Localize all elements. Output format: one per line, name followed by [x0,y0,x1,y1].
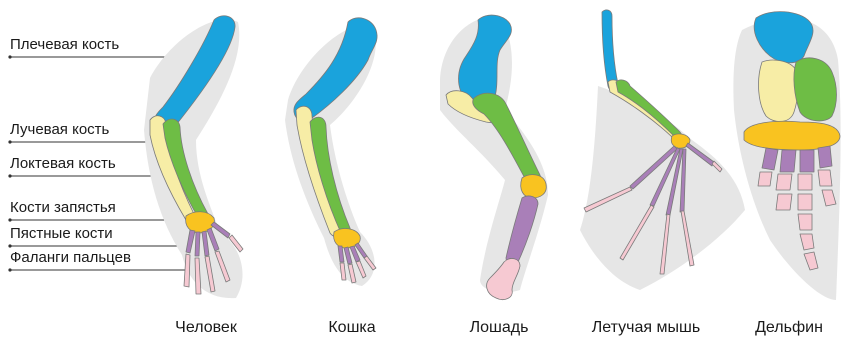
label-phalanges: Фаланги пальцев [10,249,131,266]
label-ulna: Локтевая кость [10,155,116,172]
animal-captions: Человек Кошка Лошадь Летучая мышь Дельфи… [175,319,823,336]
limb-bat [580,10,745,290]
leader-humerus-dot [8,55,11,58]
limb-cat [285,18,377,286]
caption-human: Человек [175,319,238,336]
leader-carpals-dot [8,218,11,221]
horse-carpals [521,175,547,198]
limb-dolphin [733,12,840,300]
label-humerus: Плечевая кость [10,36,119,53]
caption-dolphin: Дельфин [755,319,823,336]
caption-horse: Лошадь [470,319,529,336]
leader-ulna-dot [8,174,11,177]
label-radius: Лучевая кость [10,121,110,138]
caption-bat: Летучая мышь [592,319,700,336]
leader-metacarpals-dot [8,244,11,247]
label-carpals: Кости запястья [10,199,116,216]
limb-human [144,16,243,298]
dolphin-radius [759,60,799,122]
leader-phalanges-dot [8,268,11,271]
leader-radius-dot [8,140,11,143]
limb-horse [440,15,548,300]
dolphin-carpals [744,121,840,150]
label-metacarpals: Пястные кости [10,225,113,242]
bat-humerus [602,10,618,91]
caption-cat: Кошка [328,319,375,336]
